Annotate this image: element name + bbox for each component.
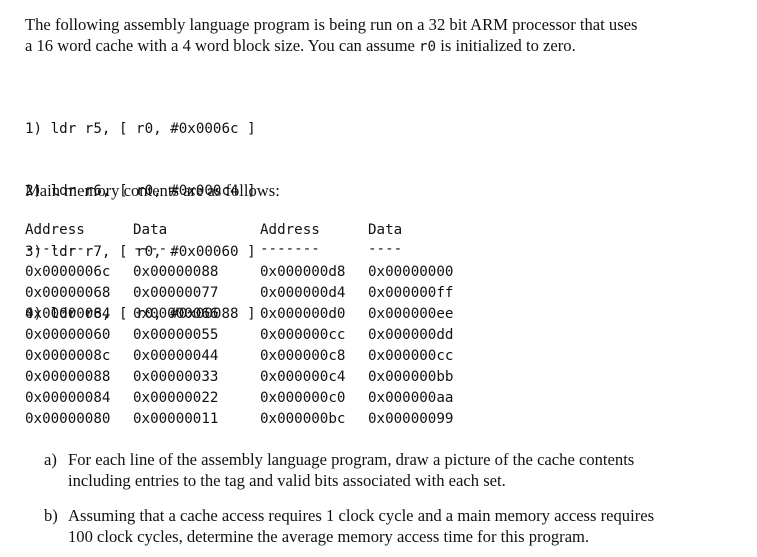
memory-data: 0x00000000 [368,264,454,280]
memory-address: 0x0000006c [25,264,111,280]
memory-address: 0x000000d8 [260,264,346,280]
question-marker: b) [44,506,58,525]
memory-data: 0x000000aa [368,390,454,406]
memory-data: 0x000000ff [368,285,454,301]
header-underline: ------- [25,241,85,257]
memory-data: 0x00000066 [133,306,219,322]
header-underline: ---- [368,241,403,257]
question-line: 100 clock cycles, determine the average … [68,527,590,546]
intro-line-2: a 16 word cache with a 4 word block size… [25,35,737,58]
address-column-header: Address [25,222,85,238]
intro-text: is initialized to zero. [436,36,576,55]
memory-address: 0x000000c8 [260,348,346,364]
header-underline: ---- [133,241,168,257]
memory-address: 0x0000008c [25,348,111,364]
program-line: 3) ldr r7, [ r0, #0x00060 ] [25,244,256,260]
intro-paragraph: The following assembly language program … [25,14,737,58]
memory-address: 0x00000060 [25,327,111,343]
program-line: 2) ldr r6, [ r0, #0x000c4 ] [25,182,256,199]
assembly-program: 1) ldr r5, [ r0, #0x0006c ] 2) ldr r6, [… [25,78,256,365]
question-line: For each line of the assembly language p… [68,450,635,469]
header-underline: ------- [260,241,320,257]
memory-data: 0x00000033 [133,369,219,385]
data-column-header: Data [133,222,168,238]
memory-data: 0x00000077 [133,285,219,301]
memory-data: 0x00000099 [368,411,454,427]
question-marker: a) [44,450,57,469]
memory-address: 0x000000d4 [260,285,346,301]
question-line: including entries to the tag and valid b… [68,471,506,490]
memory-data: 0x00000088 [133,264,219,280]
question-text: Assuming that a cache access requires 1 … [68,505,734,547]
memory-data: 0x00000011 [133,411,219,427]
question-text: For each line of the assembly language p… [68,449,734,491]
intro-text: a 16 word cache with a 4 word block size… [25,36,420,55]
program-line: 4) ldr r8, [ r0, #0x00088 ] [25,305,256,322]
memory-address: 0x000000d0 [260,306,346,322]
memory-data: 0x00000055 [133,327,219,343]
memory-data: 0x000000cc [368,348,454,364]
memory-address: 0x00000064 [25,306,111,322]
memory-address: 0x00000088 [25,369,111,385]
memory-address: 0x00000068 [25,285,111,301]
memory-data: 0x000000dd [368,327,454,343]
memory-address: 0x000000bc [260,411,346,427]
memory-data: 0x000000bb [368,369,454,385]
memory-address: 0x00000080 [25,411,111,427]
memory-address: 0x000000c4 [260,369,346,385]
memory-label: Main memory contents are as follows: [25,181,280,200]
intro-line-1: The following assembly language program … [25,15,638,34]
memory-data: 0x000000ee [368,306,454,322]
program-line: 1) ldr r5, [ r0, #0x0006c ] [25,121,256,137]
address-column-header: Address [260,222,320,238]
question-line: Assuming that a cache access requires 1 … [68,506,655,525]
memory-data: 0x00000044 [133,348,219,364]
memory-address: 0x00000084 [25,390,111,406]
memory-address: 0x000000cc [260,327,346,343]
data-column-header: Data [368,222,403,238]
memory-address: 0x000000c0 [260,390,346,406]
memory-data: 0x00000022 [133,390,219,406]
register-name: r0 [419,39,437,55]
